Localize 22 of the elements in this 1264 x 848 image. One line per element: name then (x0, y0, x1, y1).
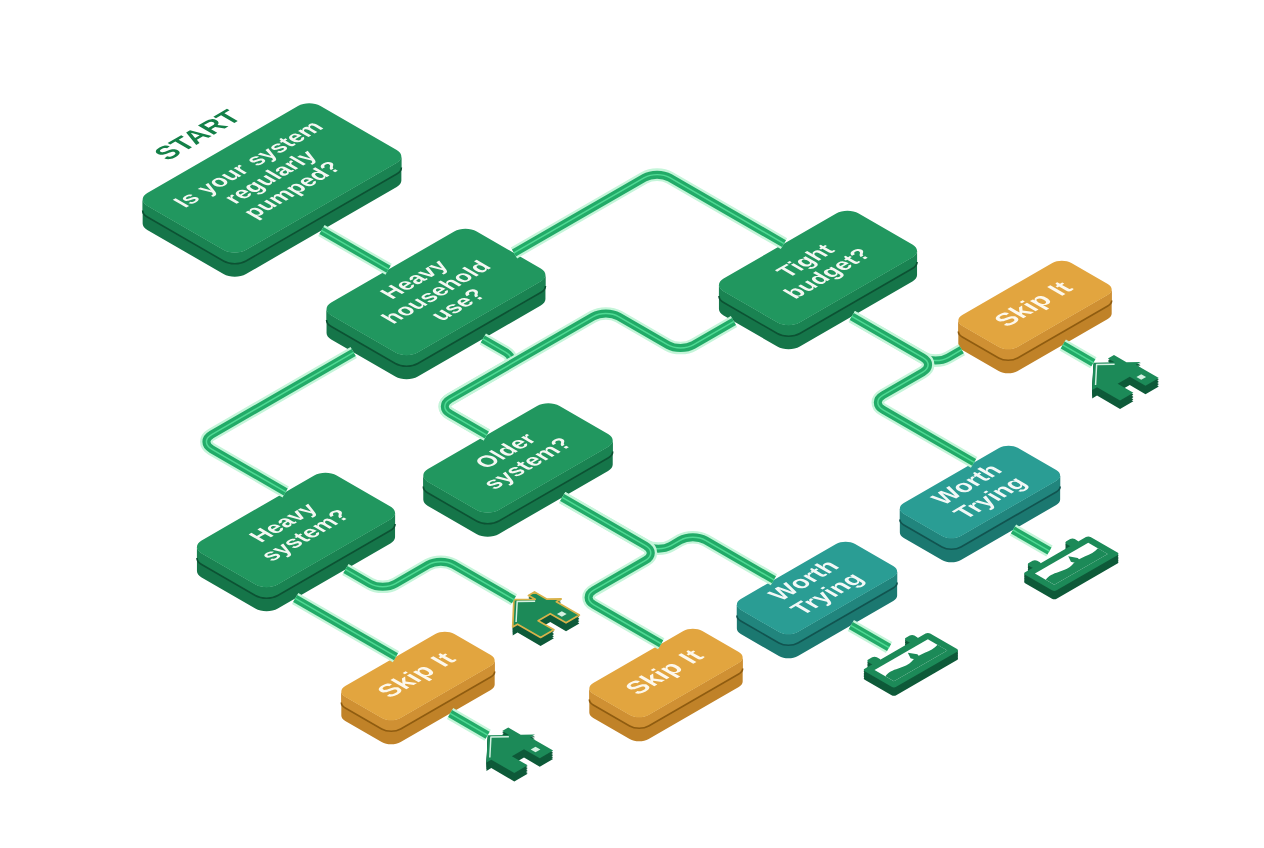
result-box: Skip It (957, 260, 1113, 374)
connector-line (318, 225, 392, 275)
connector-line (200, 347, 357, 498)
tank-icon (863, 632, 959, 696)
connector-line (510, 168, 788, 259)
house-icon (1092, 355, 1159, 409)
connector-line (438, 307, 738, 441)
result-box: Worth Trying (899, 445, 1061, 563)
house-icon (486, 727, 554, 782)
connector-line (342, 555, 518, 606)
connector-line (559, 492, 665, 650)
tank-icon (1024, 536, 1119, 600)
result-box: Skip It (340, 631, 496, 745)
connector-line (1009, 524, 1053, 557)
connector-line (291, 593, 400, 663)
connector-line (848, 311, 978, 468)
connector-line (847, 620, 893, 654)
house-icon (511, 591, 581, 646)
connector-line (446, 708, 491, 741)
connector-line (1059, 339, 1097, 369)
result-box: Skip It (588, 628, 744, 742)
result-box: Worth Trying (736, 541, 898, 659)
